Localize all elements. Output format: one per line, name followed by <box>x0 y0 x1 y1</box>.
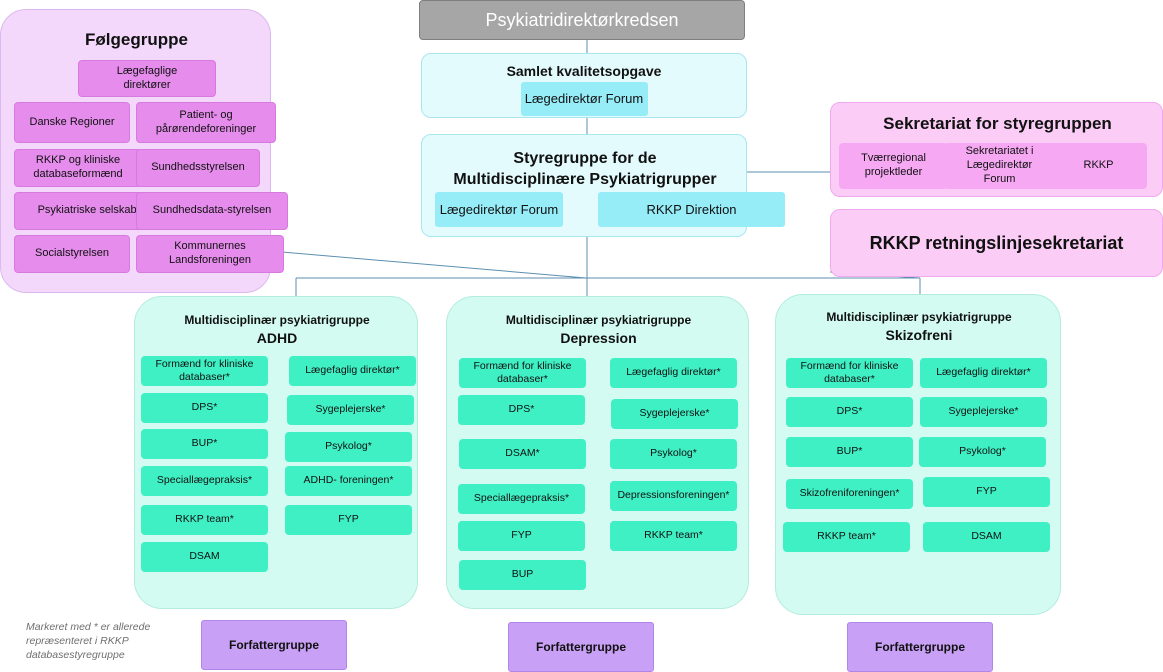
group-title: Skizofreni <box>885 327 953 343</box>
group-subtitle: Multidisciplinær psykiatrigruppe <box>184 313 370 327</box>
member-box: Sygeplejerske* <box>287 395 414 425</box>
member-box: Sygeplejerske* <box>611 399 738 429</box>
member-box: DPS* <box>786 397 913 427</box>
member-box: FYP <box>923 477 1050 507</box>
foelgegruppe-panel: Følgegruppe Lægefaglige direktører Dansk… <box>0 9 288 293</box>
sekretariat-panel: Sekretariat for styregruppen Tværregiona… <box>830 102 1163 197</box>
member-box: FYP <box>458 521 585 551</box>
group-adhd: Multidisciplinær psykiatrigruppe ADHD Fo… <box>134 296 418 609</box>
member-box: Psykolog* <box>919 437 1046 467</box>
member-box: DPS* <box>141 393 268 423</box>
styregruppe-title: Styregruppe for de Multidisciplinære Psy… <box>422 148 748 190</box>
member-box: ADHD- foreningen* <box>285 466 412 496</box>
member-box: DSAM* <box>459 439 586 469</box>
member-box: Lægefaglig direktør* <box>920 358 1047 388</box>
forfattergruppe-depression: Forfattergruppe <box>508 622 654 672</box>
foelge-item: Sundhedsstyrelsen <box>136 149 260 187</box>
member-box: Lægefaglig direktør* <box>610 358 737 388</box>
foelge-item: Danske Regioner <box>14 102 130 143</box>
member-box: Formænd for kliniske databaser* <box>459 358 586 388</box>
member-box: DPS* <box>458 395 585 425</box>
sekretariat-title: Sekretariat for styregruppen <box>883 114 1112 133</box>
sekretariat-item: Sekretariatet i Lægedirektør Forum <box>944 143 1055 189</box>
kvalitet-forum-box: Lægedirektør Forum <box>520 82 648 116</box>
group-title: Depression <box>560 330 637 346</box>
member-box: Psykolog* <box>610 439 737 469</box>
psykiatridirektoerkredsen-box: Psykiatridirektørkredsen <box>419 0 745 40</box>
member-box: Lægefaglig direktør* <box>289 356 416 386</box>
foelge-item: Kommunernes Landsforeningen <box>136 235 284 273</box>
styregruppe-title-line2: Multidisciplinære Psykiatrigrupper <box>453 171 717 188</box>
member-box: Formænd for kliniske databaser* <box>141 356 268 386</box>
connector-foelge-bus <box>269 250 587 279</box>
member-box: RKKP team* <box>783 522 910 552</box>
sekretariat-item: RKKP <box>1050 143 1147 189</box>
styre-forum-box: Lægedirektør Forum <box>435 192 563 227</box>
member-box: BUP <box>459 560 586 590</box>
kvalitetsopgave-box: Samlet kvalitetsopgave Lægedirektør Foru… <box>421 53 747 118</box>
foelge-item: Patient- og pårørendeforeninger <box>136 102 276 143</box>
retningslinjesekretariat-box: RKKP retningslinjesekretariat <box>830 209 1163 277</box>
foelge-item: Sundhedsdata-styrelsen <box>136 192 288 230</box>
rkkp-direktion-box: RKKP Direktion <box>598 192 785 227</box>
group-title: ADHD <box>256 330 298 346</box>
member-box: DSAM <box>923 522 1050 552</box>
group-subtitle: Multidisciplinær psykiatrigruppe <box>505 313 692 327</box>
styregruppe-title-line1: Styregruppe for de <box>513 150 657 167</box>
member-box: DSAM <box>141 542 268 572</box>
footnote: Markeret med * er allerede repræsenteret… <box>26 621 151 662</box>
member-box: BUP* <box>786 437 913 467</box>
member-box: Skizofreniforeningen* <box>786 479 913 509</box>
foelge-item: RKKP og kliniske databaseformænd <box>14 149 142 187</box>
foelgegruppe-title: Følgegruppe <box>85 30 188 49</box>
member-box: Depressionsforeningen* <box>610 481 737 511</box>
sekretariat-item: Tværregional projektleder <box>839 143 948 189</box>
member-box: RKKP team* <box>141 505 268 535</box>
foelge-item: Lægefaglige direktører <box>78 60 216 97</box>
member-box: Psykolog* <box>285 432 412 462</box>
member-box: Speciallægepraksis* <box>141 466 268 496</box>
forfattergruppe-skizofreni: Forfattergruppe <box>847 622 993 672</box>
foelge-item: Socialstyrelsen <box>14 235 130 273</box>
styregruppe-box: Styregruppe for de Multidisciplinære Psy… <box>421 134 785 237</box>
member-box: RKKP team* <box>610 521 737 551</box>
member-box: Sygeplejerske* <box>920 397 1047 427</box>
member-box: BUP* <box>141 429 268 459</box>
kvalitetsopgave-title: Samlet kvalitetsopgave <box>506 63 662 79</box>
group-subtitle: Multidisciplinær psykiatrigruppe <box>826 310 1012 324</box>
member-box: Formænd for kliniske databaser* <box>786 358 913 388</box>
member-box: Speciallægepraksis* <box>458 484 585 514</box>
member-box: FYP <box>285 505 412 535</box>
forfattergruppe-adhd: Forfattergruppe <box>201 620 347 670</box>
group-depression: Multidisciplinær psykiatrigruppe Depress… <box>446 296 749 609</box>
group-skizofreni: Multidisciplinær psykiatrigruppe Skizofr… <box>775 294 1061 615</box>
